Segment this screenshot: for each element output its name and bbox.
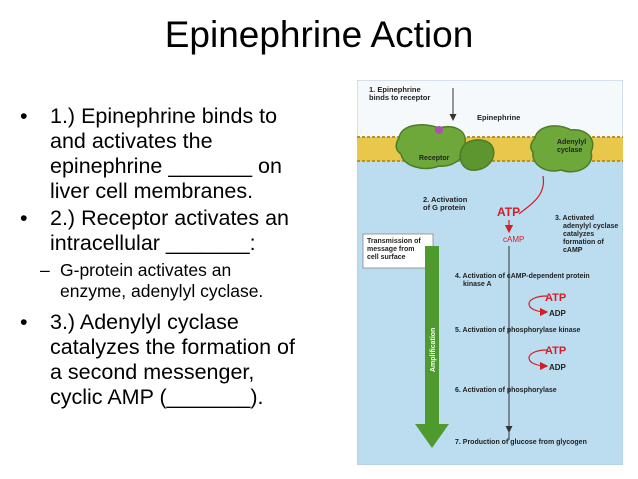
svg-text:1. Epinephrine binds to re: 1. Epinephrine binds to receptor — [369, 85, 430, 102]
amplification-arrow — [415, 246, 449, 448]
bullet-2-line-2: intracellular _______: — [50, 231, 256, 255]
bullet-1-line-4: liver cell membranes. — [50, 179, 254, 203]
atp-adp-arrow-1 — [528, 295, 549, 317]
step3-line-4: formation of — [563, 239, 604, 246]
g-protein — [459, 139, 495, 171]
step4-line-1: 4. Activation of cAMP-dependent protein — [455, 273, 590, 280]
svg-text:4. Activation of cAMP-dependen: 4. Activation of cAMP-dependent protein … — [455, 273, 592, 288]
adenylyl-cyclase-protein — [530, 125, 594, 173]
bullet-3-line-1: 3.) Adenylyl cyclase — [50, 310, 239, 334]
svg-text:Transmission of message: Transmission of message from cell surfac… — [367, 238, 423, 261]
adp-label-1: ADP — [549, 309, 567, 318]
cyclase-arrow — [518, 175, 544, 215]
sub-bullet-line-2: enzyme, adenylyl cyclase. — [60, 281, 264, 301]
step5-label: 5. Activation of phosphorylase kinase — [455, 327, 580, 334]
bullet-1: • 1.) Epinephrine binds to and activates… — [14, 104, 344, 204]
slide-title: Epinephrine Action — [164, 14, 474, 55]
epinephrine-molecule — [435, 126, 443, 134]
step7-label: 7. Production of glucose from glycogen — [455, 439, 587, 446]
step3-line-5: cAMP — [563, 247, 583, 254]
atp-adp-arrow-2 — [528, 349, 549, 371]
step4-line-2: kinase A — [463, 281, 492, 288]
svg-text:3. Activated adenylyl cycl: 3. Activated adenylyl cyclase catalyzes … — [555, 215, 620, 254]
bullet-1-line-2: and activates the — [50, 129, 213, 153]
signaling-figure: 1. Epinephrine binds to receptor Epineph… — [356, 79, 624, 466]
atp-label-1: ATP — [545, 292, 566, 304]
transmission-line-1: Transmission of — [367, 238, 421, 245]
step6-label: 6. Activation of phosphorylase — [455, 387, 557, 394]
step2-line-2: of G protein — [423, 203, 466, 212]
camp-label: cAMP — [503, 235, 524, 244]
svg-text:Adenylyl cyclase: Adenylyl cyclase — [557, 139, 588, 154]
bullet-1-line-1: 1.) Epinephrine binds to — [50, 104, 278, 128]
bullet-3-line-4: cyclic AMP (_______). — [50, 385, 264, 409]
step3-line-3: catalyzes — [563, 231, 594, 238]
adp-label-2: ADP — [549, 363, 567, 372]
atp-top-label: ATP — [497, 205, 520, 219]
bullet-1-line-3: epinephrine _______ on — [50, 154, 282, 178]
bullet-3: • 3.) Adenylyl cyclase catalyzes the for… — [14, 310, 344, 410]
amplification-label: Amplification — [430, 328, 437, 372]
bullet-list: • 1.) Epinephrine binds to and activates… — [14, 104, 344, 412]
adenylyl-label-line-2: cyclase — [557, 147, 582, 154]
svg-text:2. Activation of G protein: 2. Activation of G protein — [423, 195, 469, 212]
figure-svg: 1. Epinephrine binds to receptor Epineph… — [356, 79, 624, 466]
bullet-3-line-2: catalyzes the formation of — [50, 335, 295, 359]
receptor-label: Receptor — [419, 155, 450, 162]
receptor-protein — [395, 124, 467, 170]
transmission-line-2: message from — [367, 246, 414, 253]
bullet-2: • 2.) Receptor activates an intracellula… — [14, 206, 344, 256]
transmission-line-3: cell surface — [367, 254, 406, 261]
sub-bullet-line-1: G-protein activates an — [60, 260, 232, 280]
sub-bullet: – G-protein activates an enzyme, adenyly… — [14, 260, 344, 302]
step3-line-1: 3. Activated — [555, 215, 594, 222]
adenylyl-label-line-1: Adenylyl — [557, 139, 586, 146]
cytoplasm-area — [357, 140, 623, 465]
step2-line-1: 2. Activation — [423, 195, 468, 204]
epinephrine-label: Epinephrine — [477, 113, 520, 122]
step3-line-2: adenylyl cyclase — [563, 223, 618, 230]
bullet-3-line-3: a second messenger, — [50, 360, 255, 384]
bullet-2-line-1: 2.) Receptor activates an — [50, 206, 290, 230]
transmission-box: Transmission of message from cell surfac… — [362, 233, 434, 269]
atp-label-2: ATP — [545, 345, 566, 357]
step1-line-1: 1. Epinephrine — [369, 85, 421, 94]
step1-line-2: binds to receptor — [369, 93, 430, 102]
